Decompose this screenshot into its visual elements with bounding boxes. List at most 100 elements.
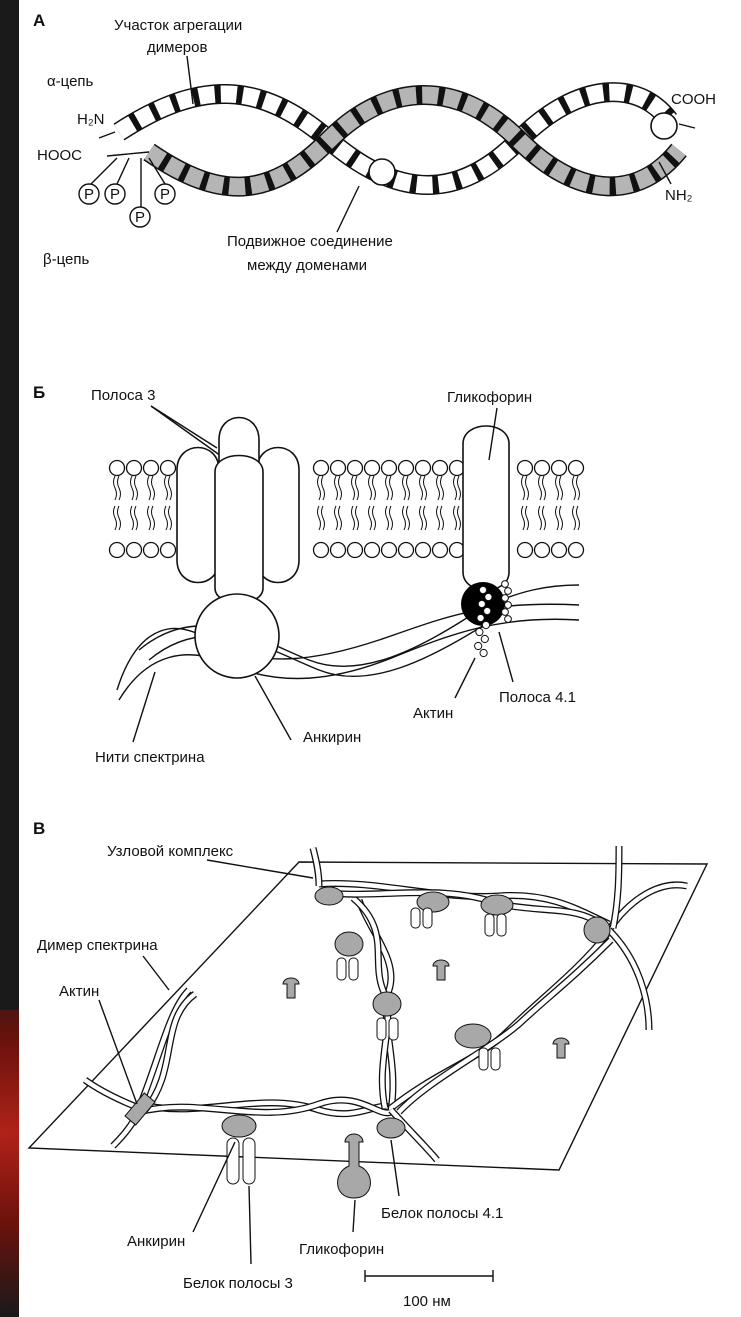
band41-label-c: Белок полосы 4.1 (381, 1205, 503, 1222)
phosphate-stalk (91, 158, 117, 184)
lipid-tail (437, 506, 440, 530)
lipid-tail (152, 506, 155, 530)
lipid-tail (407, 506, 410, 530)
band3-tube (337, 958, 346, 980)
lipid-tail (369, 506, 372, 530)
lipid-head (552, 543, 567, 558)
lipid-tail (437, 476, 440, 500)
lipid-tail (369, 476, 372, 500)
lipid-head (535, 461, 550, 476)
actin-bead (479, 586, 486, 593)
alpha-c-tail (679, 124, 695, 128)
lipid-head (518, 543, 533, 558)
node-complex-grey (584, 917, 610, 943)
lipid-head (433, 543, 448, 558)
lipid-head (127, 461, 142, 476)
nh2-label: NH₂ (665, 187, 693, 204)
lipid-tail (165, 506, 168, 530)
glycophorin-leader-c (353, 1200, 355, 1232)
glycophorin-label-c: Гликофорин (299, 1241, 384, 1258)
spectrin-label: Нити спектрина (95, 749, 205, 766)
lipid-tail (526, 506, 529, 530)
band3-tube (479, 1048, 488, 1070)
lipid-tail (135, 506, 138, 530)
band3-label-c: Белок полосы 3 (183, 1275, 293, 1292)
actin-label-c: Актин (59, 983, 99, 1000)
ankyrin-protein (195, 594, 279, 678)
flex-joint-leader (337, 186, 359, 232)
lipid-tail (454, 506, 457, 530)
phosphate-letter: P (84, 186, 94, 203)
lipid-tail (539, 506, 542, 530)
aggregation-label-1: Участок агрегации (114, 17, 242, 34)
lipid-tail (318, 476, 321, 500)
lipid-tail (556, 506, 559, 530)
band3-label: Полоса 3 (91, 387, 155, 404)
lipid-tail (356, 506, 359, 530)
lipid-tail (458, 506, 461, 530)
panel-a-letter: А (33, 11, 45, 30)
lipid-head (433, 461, 448, 476)
phosphate-letter: P (160, 186, 170, 203)
lipid-head (110, 461, 125, 476)
lipid-tail (356, 476, 359, 500)
actin-bead (477, 614, 484, 621)
flex-joint-label-2: между доменами (247, 257, 367, 274)
lipid-head (535, 543, 550, 558)
lipid-tail (335, 476, 338, 500)
lipid-head (127, 543, 142, 558)
actin-bead (485, 593, 492, 600)
spectrin-leader (133, 672, 155, 742)
lipid-head (552, 461, 567, 476)
phosphate-stalk (117, 158, 129, 184)
lipid-tail (577, 506, 580, 530)
spectrin-dimer-label: Димер спектрина (37, 937, 158, 954)
actin-bead (505, 616, 512, 623)
lipid-tail (318, 506, 321, 530)
band3-tube (491, 1048, 500, 1070)
lipid-tail (543, 506, 546, 530)
lipid-tail (441, 506, 444, 530)
lipid-tail (420, 476, 423, 500)
dimer-leader (143, 956, 169, 990)
lipid-tail (165, 476, 168, 500)
lipid-tail (386, 476, 389, 500)
band41-protein (335, 932, 363, 956)
lipid-tail (322, 476, 325, 500)
band3-subunit (177, 448, 219, 583)
lipid-head (314, 543, 329, 558)
band3-tube (485, 914, 494, 936)
lipid-tail (386, 506, 389, 530)
flex-joint-label-1: Подвижное соединение (227, 233, 393, 250)
actin-bead (482, 621, 489, 628)
lipid-head (569, 543, 584, 558)
band3-tube (349, 958, 358, 980)
lipid-tail (148, 476, 151, 500)
glycophorin-label: Гликофорин (447, 389, 532, 406)
lipid-tail (403, 476, 406, 500)
band3-tube (423, 908, 432, 928)
band41-protein (222, 1115, 256, 1137)
lipid-head (161, 543, 176, 558)
lipid-tail (573, 506, 576, 530)
lipid-head (365, 461, 380, 476)
lipid-tail (454, 476, 457, 500)
lipid-head (382, 461, 397, 476)
beta-chain-label: β-цепь (43, 251, 90, 268)
lipid-tail (424, 476, 427, 500)
panel-b-letter: Б (33, 383, 45, 402)
lipid-tail (169, 506, 172, 530)
panel-c: В Узловой комплекс Димер спектрина Актин (29, 819, 707, 1310)
lipid-tail (152, 476, 155, 500)
lipid-head (144, 543, 159, 558)
lipid-tail (390, 476, 393, 500)
figure-svg: А Участок агрегации димеров α-цепь H₂N H… (19, 0, 741, 1317)
band41-protein (373, 992, 401, 1016)
lipid-tail (335, 506, 338, 530)
lipid-tail (539, 476, 542, 500)
band3-tube (377, 1018, 386, 1040)
lipid-head (314, 461, 329, 476)
band3-tube (243, 1138, 255, 1184)
actin-bead (502, 609, 509, 616)
scale-bar-label: 100 нм (403, 1293, 451, 1310)
